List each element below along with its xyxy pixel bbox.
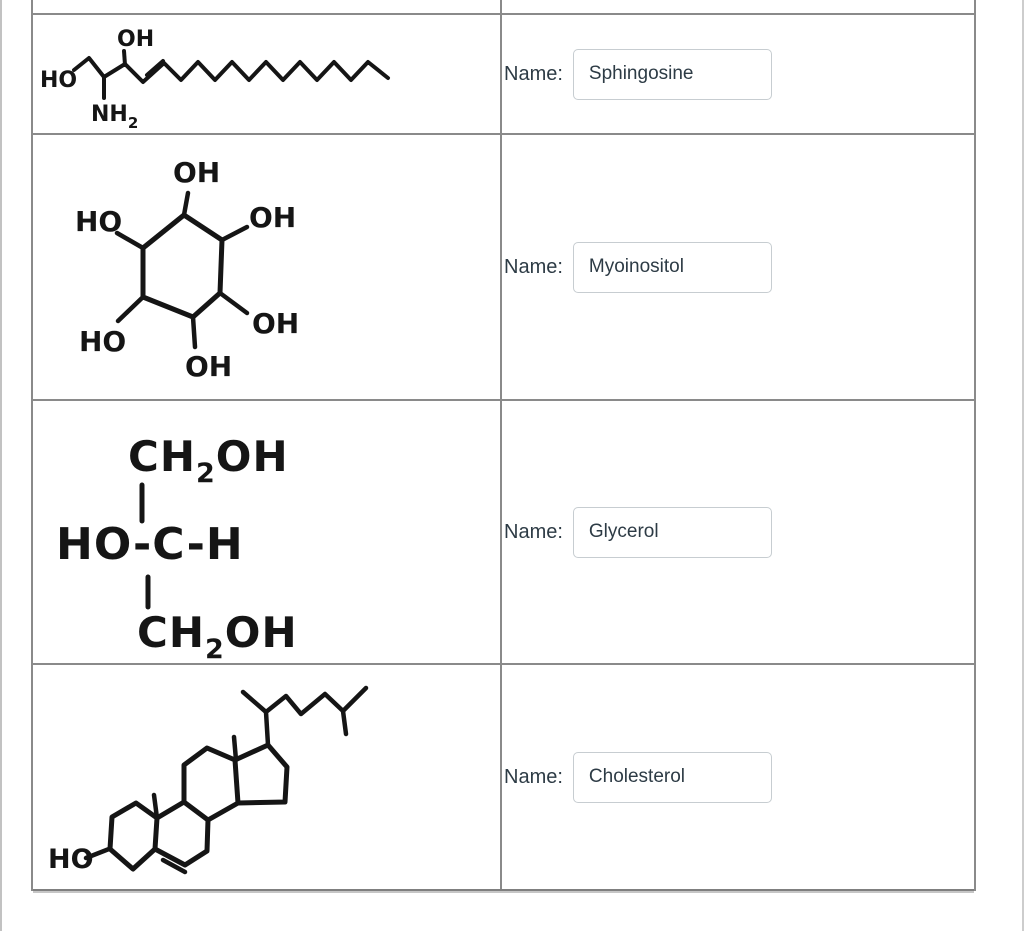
table-row-partial	[33, 0, 974, 15]
table-row: CH2OH HO-C-H CH2OH Name:	[33, 401, 974, 665]
structure-cell: CH2OH HO-C-H CH2OH	[33, 401, 502, 663]
question-table: HO OH NH2 Name: OH	[31, 0, 976, 891]
oh-bond	[219, 224, 250, 243]
oh-label: OH	[185, 350, 232, 383]
oh-label: OH	[249, 201, 296, 234]
ho-bond	[115, 294, 146, 324]
answer-cell: Name:	[502, 15, 974, 133]
page-right-edge	[1022, 0, 1024, 931]
ho-bond	[83, 846, 112, 861]
ring-a	[107, 800, 160, 872]
ch2oh-label: CH2OH	[128, 432, 289, 489]
ring-c	[181, 745, 241, 823]
oh-label: OH	[173, 156, 220, 189]
table-row: HO OH NH2 Name:	[33, 15, 974, 135]
answer-cell	[502, 0, 974, 13]
methyl-c18	[231, 734, 239, 763]
oh-bond	[181, 190, 191, 218]
methyl-c19	[151, 792, 160, 821]
name-label: Name:	[504, 255, 563, 278]
oh-label: OH	[117, 27, 154, 52]
side-chain	[263, 685, 369, 748]
methyl-c27	[340, 708, 349, 737]
structure-cell	[33, 0, 502, 13]
answer-cell: Name:	[502, 401, 974, 663]
double-bond	[145, 59, 165, 77]
carbon-chain	[72, 56, 390, 84]
double-bond	[160, 857, 188, 875]
ho-label: HO	[40, 68, 77, 93]
myoinositol-structure-drawing: OH HO OH OH OH HO	[75, 156, 299, 383]
cholesterol-structure-drawing: HO	[48, 685, 369, 875]
name-label: Name:	[504, 520, 563, 543]
name-input-glycerol[interactable]	[572, 506, 772, 558]
oh-label: OH	[252, 307, 299, 340]
table-row: HO Name:	[33, 665, 974, 891]
name-label: Name:	[504, 765, 563, 788]
structure-cell: OH HO OH OH OH HO	[33, 135, 502, 399]
name-input-sphingosine[interactable]	[572, 48, 772, 100]
ch2oh-label: CH2OH	[137, 608, 298, 663]
ho-bond	[114, 230, 146, 251]
ho-c-h-label: HO-C-H	[56, 519, 244, 570]
ring-b	[152, 799, 211, 868]
answer-cell: Name:	[502, 135, 974, 399]
answer-cell: Name:	[502, 665, 974, 889]
sphingosine-structure-drawing: HO OH NH2	[40, 27, 390, 132]
glycerol-structure-drawing: CH2OH HO-C-H CH2OH	[56, 432, 298, 663]
ho-label: HO	[75, 205, 122, 238]
structure-cell: HO	[33, 665, 502, 889]
oh-bond	[122, 49, 127, 67]
oh-bond	[217, 290, 250, 316]
cyclohexane-ring	[140, 212, 225, 320]
methyl-c21	[240, 689, 269, 715]
nh2-label: NH2	[91, 102, 138, 132]
name-label: Name:	[504, 62, 563, 85]
table-row: OH HO OH OH OH HO Name:	[33, 135, 974, 401]
structure-cell: HO OH NH2	[33, 15, 502, 133]
name-input-cholesterol[interactable]	[572, 751, 772, 803]
page-left-edge	[0, 0, 2, 931]
ho-label: HO	[79, 325, 126, 358]
ring-d	[232, 742, 290, 806]
name-input-myoinositol[interactable]	[572, 241, 772, 293]
oh-bond	[190, 314, 198, 350]
